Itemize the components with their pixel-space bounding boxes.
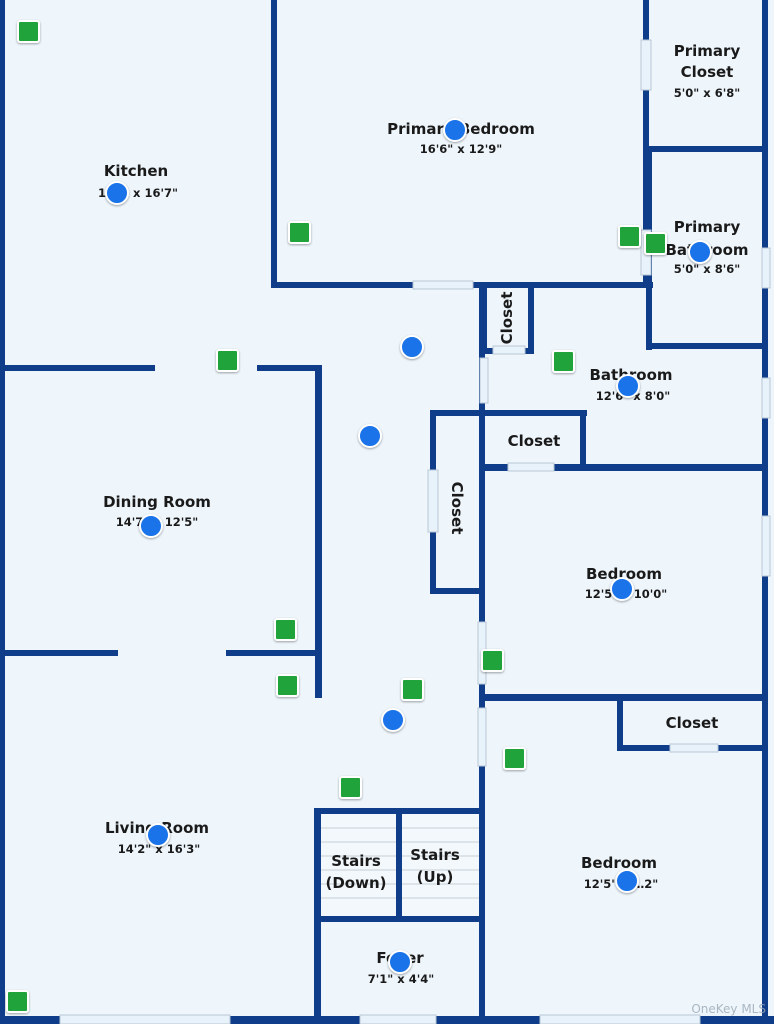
room-primary-bathroom: Primary Bathroom 5'0" x 8'6": [665, 218, 748, 276]
photo-marker[interactable]: [400, 335, 424, 359]
view-marker[interactable]: [552, 350, 575, 373]
view-marker[interactable]: [6, 990, 29, 1013]
room-name-line1: Primary: [674, 42, 741, 60]
room-dimensions: 5'0" x 8'6": [674, 262, 740, 276]
view-marker[interactable]: [274, 618, 297, 641]
view-marker[interactable]: [339, 776, 362, 799]
photo-marker[interactable]: [146, 823, 170, 847]
view-marker[interactable]: [618, 225, 641, 248]
stairs-label-line1: Stairs: [331, 852, 381, 870]
room-dimensions: 5'0" x 6'8": [674, 86, 740, 100]
view-marker[interactable]: [481, 649, 504, 672]
room-dimensions: 16'6" x 12'9": [420, 142, 502, 156]
room-name: Closet: [666, 714, 719, 732]
photo-marker[interactable]: [616, 374, 640, 398]
view-marker[interactable]: [644, 232, 667, 255]
stairs-label-line2: (Down): [325, 874, 386, 892]
room-name: Kitchen: [104, 162, 168, 180]
room-name-line1: Primary: [674, 218, 741, 236]
room-name: Bedroom: [586, 565, 662, 583]
photo-marker[interactable]: [358, 424, 382, 448]
photo-marker[interactable]: [388, 950, 412, 974]
room-stairs-down: Stairs (Down): [325, 852, 386, 892]
room-bedroom-2-closet: Closet: [666, 714, 719, 732]
stairs-label-line2: (Up): [417, 868, 454, 886]
view-markers: [6, 20, 667, 1013]
room-hall-closet-b: Closet: [448, 482, 466, 535]
view-marker[interactable]: [216, 349, 239, 372]
room-dimensions: 14'2" x 16'3": [118, 842, 200, 856]
view-marker[interactable]: [503, 747, 526, 770]
room-labels: Kitchen 12'… x 16'7" Primary Bedroom 16'…: [98, 42, 749, 986]
photo-markers: [105, 118, 712, 974]
photo-marker[interactable]: [610, 577, 634, 601]
view-marker[interactable]: [17, 20, 40, 43]
room-dimensions: 7'1" x 4'4": [368, 972, 434, 986]
room-stairs-up: Stairs (Up): [410, 846, 460, 886]
view-marker[interactable]: [288, 221, 311, 244]
view-marker[interactable]: [401, 678, 424, 701]
view-marker[interactable]: [276, 674, 299, 697]
stairs-treads: [321, 814, 479, 916]
room-name: Bedroom: [581, 854, 657, 872]
watermark: OneKey MLS: [691, 1002, 766, 1016]
room-name: Closet: [498, 292, 516, 345]
photo-marker[interactable]: [139, 514, 163, 538]
photo-marker[interactable]: [105, 181, 129, 205]
room-name-line2: Closet: [681, 63, 734, 81]
stairs-label-line1: Stairs: [410, 846, 460, 864]
room-closet-bath: Closet: [508, 432, 561, 450]
room-name: Closet: [508, 432, 561, 450]
room-hall-closet-a: Closet: [498, 292, 516, 345]
room-name: Dining Room: [103, 493, 211, 511]
room-primary-closet: Primary Closet 5'0" x 6'8": [674, 42, 741, 100]
room-name: Closet: [448, 482, 466, 535]
photo-marker[interactable]: [381, 708, 405, 732]
photo-marker[interactable]: [443, 118, 467, 142]
photo-marker[interactable]: [688, 240, 712, 264]
photo-marker[interactable]: [615, 869, 639, 893]
